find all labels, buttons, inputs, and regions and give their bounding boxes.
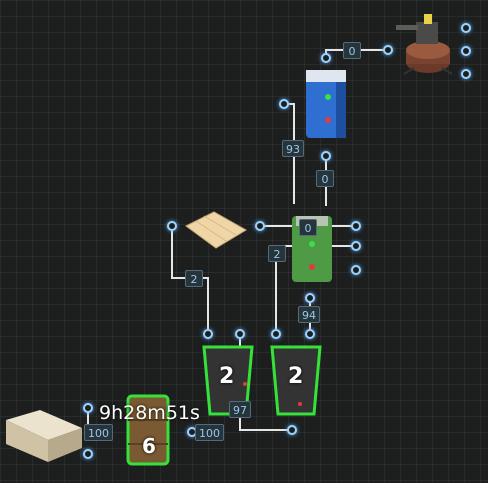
label-storage-right: 100 (195, 424, 224, 441)
label-switch-out: 97 (229, 401, 251, 418)
node-battery-in[interactable] (321, 151, 331, 161)
label-battery-out: 93 (282, 140, 304, 157)
node-turret-3[interactable] (461, 69, 471, 79)
node-switch-b-in[interactable] (271, 329, 281, 339)
storage-count: 6 (142, 434, 156, 458)
switch-b-count: 2 (288, 364, 304, 389)
node-panel-out[interactable] (167, 221, 177, 231)
label-turret-link: 0 (343, 42, 361, 59)
node-switch-a-in[interactable] (203, 329, 213, 339)
node-switch-b-out[interactable] (305, 329, 315, 339)
node-storage-left-bottom[interactable] (83, 449, 93, 459)
label-battery-in: 0 (316, 170, 334, 187)
label-splitter-down: 94 (298, 306, 320, 323)
node-storage-left-top[interactable] (83, 403, 93, 413)
node-splitter-out-3[interactable] (351, 265, 361, 275)
node-turret-2[interactable] (461, 46, 471, 56)
switch-a-count: 2 (219, 364, 235, 389)
label-splitter-top: 0 (299, 219, 317, 236)
node-turret-link[interactable] (321, 53, 331, 63)
node-splitter-bottom[interactable] (305, 293, 315, 303)
node-splitter-out-2[interactable] (351, 241, 361, 251)
label-storage-left: 100 (84, 424, 113, 441)
node-battery-out[interactable] (279, 99, 289, 109)
label-panel-left: 2 (185, 270, 203, 287)
node-turret-in[interactable] (383, 45, 393, 55)
node-switch-out[interactable] (287, 425, 297, 435)
node-turret-1[interactable] (461, 23, 471, 33)
node-splitter-out-1[interactable] (351, 221, 361, 231)
label-splitter-left: 2 (268, 245, 286, 262)
node-switch-a-out[interactable] (235, 329, 245, 339)
node-splitter-in[interactable] (255, 221, 265, 231)
timer-readout: 9h28m51s (99, 402, 200, 424)
